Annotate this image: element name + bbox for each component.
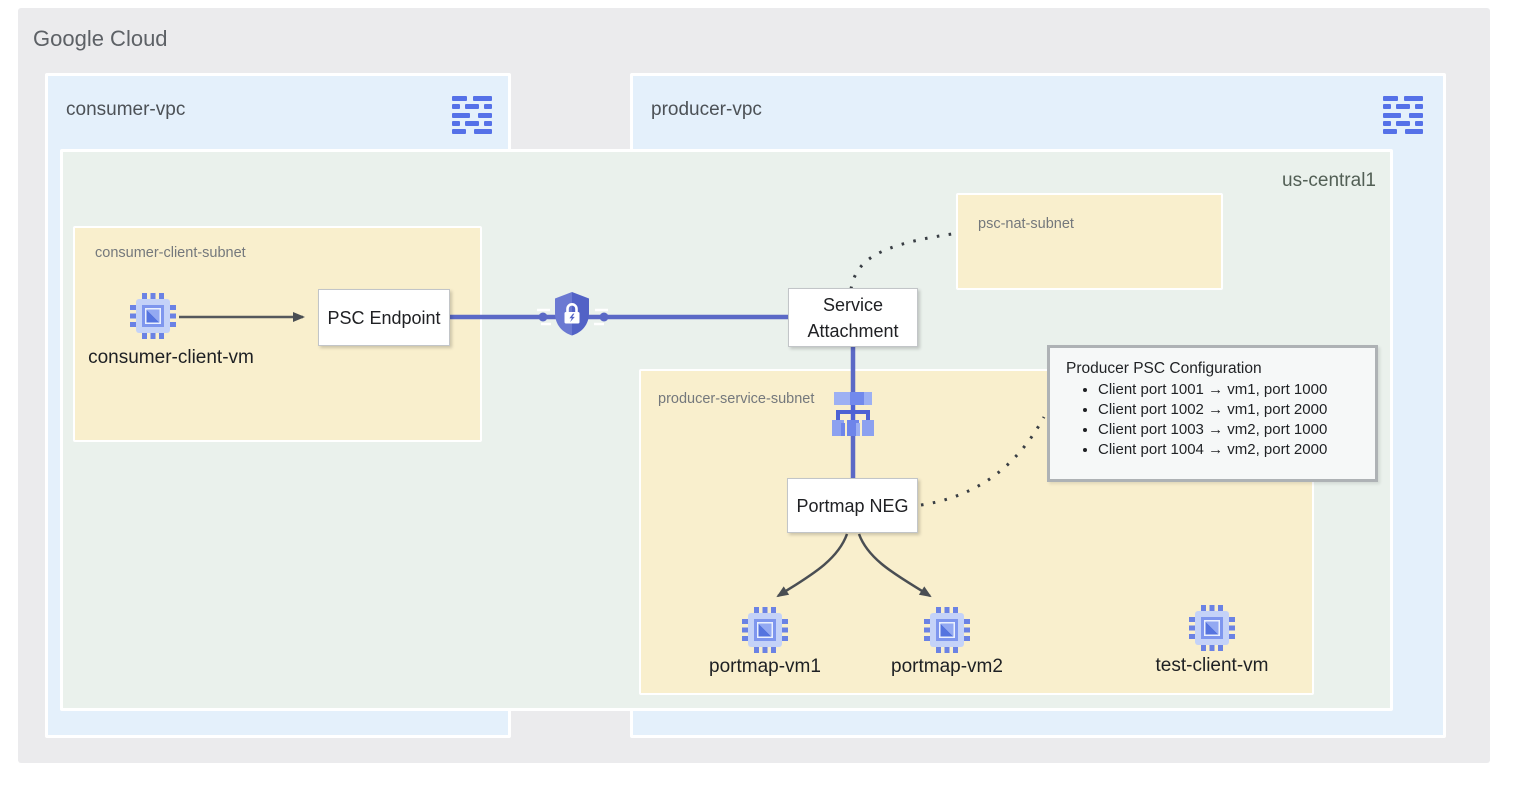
- service-attachment-label-line1: Service: [822, 294, 884, 315]
- config-item: Client port 1001 → vm1, port 1000: [1098, 380, 1375, 400]
- config-item: Client port 1003 → vm2, port 1000: [1098, 420, 1375, 440]
- consumer-client-subnet-label: consumer-client-subnet: [95, 245, 246, 261]
- psc-nat-subnet-box: [956, 193, 1223, 290]
- config-item: Client port 1004 → vm2, port 2000: [1098, 440, 1375, 460]
- config-list: Client port 1001 → vm1, port 1000 Client…: [1050, 380, 1375, 460]
- psc-endpoint-node: PSC Endpoint: [318, 289, 450, 346]
- service-attachment-label-line2: Attachment: [807, 320, 899, 341]
- config-item: Client port 1002 → vm1, port 2000: [1098, 400, 1375, 420]
- producer-vpc-label: producer-vpc: [651, 99, 762, 120]
- test-client-vm-label: test-client-vm: [1155, 655, 1269, 676]
- consumer-client-vm-label: consumer-client-vm: [88, 347, 254, 368]
- service-attachment-node: Service Attachment: [788, 288, 918, 347]
- producer-service-subnet-label: producer-service-subnet: [658, 391, 815, 407]
- google-cloud-title: Google Cloud: [33, 26, 168, 51]
- portmap-neg-node: Portmap NEG: [787, 478, 918, 533]
- psc-endpoint-label: PSC Endpoint: [327, 307, 441, 328]
- portmap-neg-label: Portmap NEG: [796, 495, 909, 516]
- producer-psc-configuration-box: Producer PSC Configuration Client port 1…: [1047, 345, 1378, 482]
- region-label: us-central1: [1282, 170, 1376, 191]
- consumer-vpc-label: consumer-vpc: [66, 99, 186, 120]
- portmap-vm2-label: portmap-vm2: [891, 656, 1003, 677]
- psc-nat-subnet-label: psc-nat-subnet: [978, 216, 1074, 232]
- config-title: Producer PSC Configuration: [1066, 360, 1262, 377]
- portmap-vm1-label: portmap-vm1: [709, 656, 821, 677]
